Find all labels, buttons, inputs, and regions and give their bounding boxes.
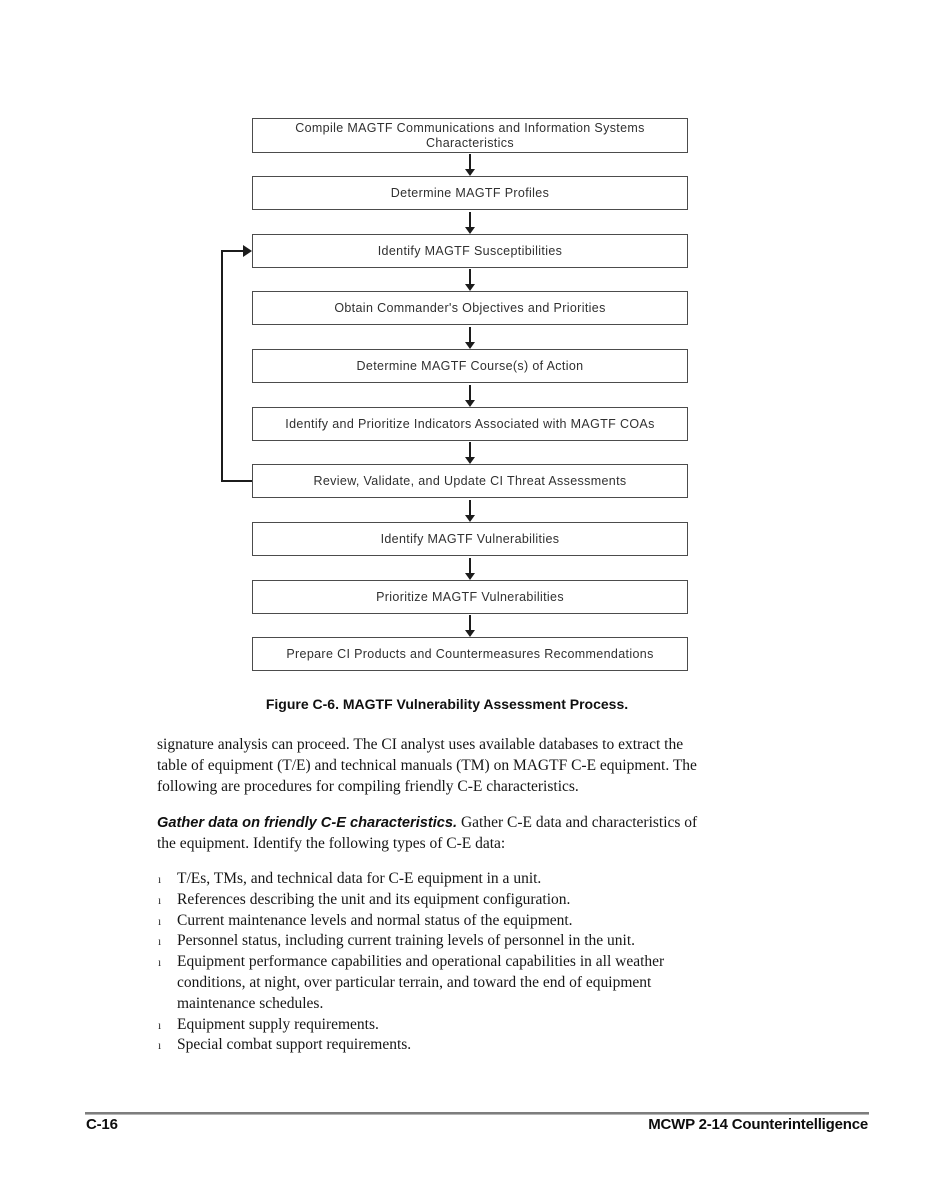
figure-caption: Figure C-6. MAGTF Vulnerability Assessme…: [265, 696, 629, 712]
flowchart-box: Determine MAGTF Profiles: [252, 176, 688, 210]
arrow-down-icon: [464, 212, 476, 234]
list-item: ı Current maintenance levels and normal s…: [157, 911, 745, 932]
paragraph-lead-heading: Gather data on friendly C-E characterist…: [157, 815, 458, 831]
list-item-text: Special combat support requirements.: [177, 1036, 412, 1054]
arrow-down-icon: [464, 558, 476, 580]
arrow-down-icon: [464, 385, 476, 407]
flowchart-box: Obtain Commander's Objectives and Priori…: [252, 291, 688, 325]
flowchart-box: Identify MAGTF Vulnerabilities: [252, 522, 688, 556]
feedback-loop-vertical-line: [221, 250, 223, 482]
arrow-down-icon: [464, 442, 476, 464]
flowchart-box: Identify MAGTF Susceptibilities: [252, 234, 688, 268]
document-title: MCWP 2-14 Counterintelligence: [648, 1116, 868, 1133]
list-item: ı T/Es, TMs, and technical data for C-E e…: [157, 869, 745, 890]
list-item: ı Equipment performance capabilities and …: [157, 952, 745, 1014]
arrow-down-icon: [464, 269, 476, 291]
arrow-right-icon: [243, 245, 252, 257]
list-item-text: References describing the unit and its e…: [177, 890, 571, 908]
bullet-icon: ı: [158, 1040, 162, 1053]
paragraph: signature analysis can proceed. The CI a…: [157, 736, 697, 795]
list-item-text: Equipment performance capabilities and o…: [177, 953, 665, 1012]
bullet-icon: ı: [158, 936, 162, 949]
flowchart-box: Prepare CI Products and Countermeasures …: [252, 637, 688, 671]
feedback-loop-bottom-line: [221, 480, 252, 482]
bullet-icon: ı: [158, 874, 162, 886]
bullet-icon: ı: [158, 1019, 162, 1032]
feedback-loop-top-line: [221, 250, 245, 252]
flowchart-box: Review, Validate, and Update CI Threat A…: [252, 464, 688, 498]
page-number: C-16: [86, 1116, 118, 1133]
arrow-down-icon: [464, 327, 476, 349]
paragraph: Gather data on friendly C-E characterist…: [157, 813, 757, 855]
flowchart-box: Prioritize MAGTF Vulnerabilities: [252, 580, 688, 614]
list-item: ı References describing the unit and its …: [157, 890, 745, 911]
list-item-text: T/Es, TMs, and technical data for C-E eq…: [177, 870, 542, 887]
flowchart-box: Compile MAGTF Communications and Informa…: [252, 118, 688, 153]
bullet-icon: ı: [158, 957, 162, 970]
bullet-icon: ı: [158, 894, 162, 907]
list-item: ı Equipment supply requirements.: [157, 1015, 745, 1036]
flowchart-box: Determine MAGTF Course(s) of Action: [252, 349, 688, 383]
paragraph-text: Gather C-E data and characteristics of t…: [157, 814, 698, 852]
footer-rule: [85, 1112, 869, 1115]
arrow-down-icon: [464, 500, 476, 522]
arrow-down-icon: [464, 154, 476, 176]
flowchart-box: Identify and Prioritize Indicators Assoc…: [252, 407, 688, 441]
bullet-list: ı T/Es, TMs, and technical data for C-E e…: [157, 869, 745, 1056]
bullet-icon: ı: [158, 915, 162, 928]
list-item-text: Personnel status, including current trai…: [177, 932, 636, 950]
arrow-down-icon: [464, 615, 476, 637]
list-item-text: Current maintenance levels and normal st…: [177, 911, 573, 929]
list-item: ı Personnel status, including current tra…: [157, 931, 745, 952]
list-item: ı Special combat support requirements.: [157, 1035, 745, 1056]
list-item-text: Equipment supply requirements.: [177, 1015, 379, 1033]
